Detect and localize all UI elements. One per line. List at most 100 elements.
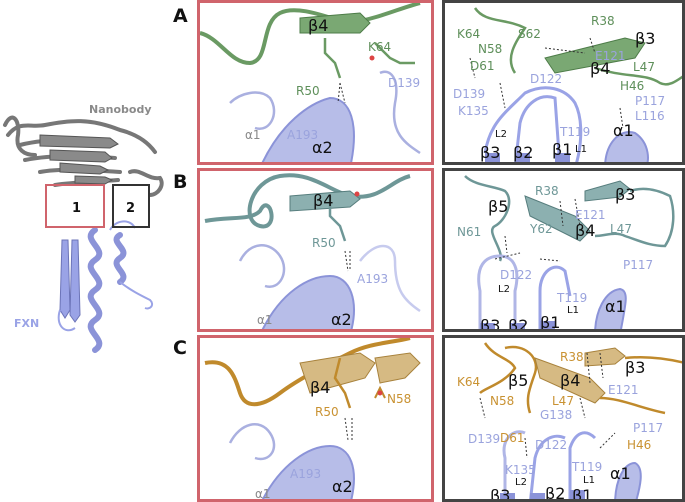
label-r38: R38 — [535, 184, 559, 198]
label-d61: D61 — [470, 59, 495, 73]
region-box-2-label: 2 — [126, 201, 136, 216]
panel-c-region1-art — [204, 338, 421, 499]
panel-a-region2-art — [469, 7, 682, 162]
label-d122: D122 — [535, 438, 568, 452]
label-e121: E121 — [575, 208, 606, 222]
panel-label-a: A — [173, 5, 188, 27]
label-l116: L116 — [635, 109, 665, 123]
label-beta4: β4 — [575, 221, 596, 240]
panel-b-region2-art — [464, 175, 675, 329]
label-a193: A193 — [290, 467, 322, 481]
label-s62: S62 — [518, 27, 541, 41]
label-beta3-fxn: β3 — [480, 143, 501, 162]
label-l1: L1 — [567, 305, 579, 316]
label-t119: T119 — [557, 291, 588, 305]
label-beta1: β1 — [540, 313, 561, 332]
label-beta2: β2 — [513, 143, 534, 162]
label-r50: R50 — [315, 405, 339, 419]
label-l2: L2 — [498, 284, 510, 295]
label-p117: P117 — [635, 94, 666, 108]
panel-label-b: B — [173, 171, 188, 193]
label-k64: K64 — [457, 375, 481, 389]
label-d122: D122 — [500, 268, 533, 282]
label-beta3: β3 — [615, 185, 636, 204]
label-alpha1: α1 — [245, 128, 261, 142]
panel-label-c: C — [173, 337, 187, 359]
label-k64: K64 — [457, 27, 481, 41]
label-t119: T119 — [572, 460, 603, 474]
label-beta4: β4 — [560, 371, 581, 390]
label-beta4: β4 — [308, 16, 329, 35]
label-alpha1: α1 — [605, 297, 626, 316]
region-box-2: 2 — [112, 184, 150, 228]
label-k64: K64 — [368, 40, 392, 54]
overview-structure: Nanobody FXN 1 2 — [0, 100, 170, 370]
label-alpha1: α1 — [257, 313, 273, 327]
label-beta5: β5 — [508, 371, 529, 390]
label-e121: E121 — [595, 49, 626, 63]
label-r50: R50 — [296, 84, 320, 98]
label-beta4: β4 — [310, 378, 331, 397]
label-l47: L47 — [633, 60, 655, 74]
fxn-label: FXN — [14, 317, 40, 330]
label-r38: R38 — [591, 14, 615, 28]
label-beta3-fxn: β3 — [480, 316, 501, 332]
label-e121: E121 — [608, 383, 639, 397]
label-beta3: β3 — [625, 358, 646, 377]
label-d61: D61 — [500, 431, 525, 445]
label-h46: H46 — [620, 79, 645, 93]
label-p117: P117 — [633, 421, 664, 435]
panel-b-region1: β4 R50 A193 α1 α2 — [197, 168, 434, 332]
label-alpha2: α2 — [332, 477, 353, 496]
label-n58: N58 — [478, 42, 503, 56]
label-g138: G138 — [540, 408, 573, 422]
label-l1: L1 — [575, 144, 587, 155]
label-k135: K135 — [505, 463, 536, 477]
label-alpha2: α2 — [312, 138, 333, 157]
label-y62: Y62 — [530, 222, 553, 236]
label-d139: D139 — [388, 76, 421, 90]
overview-ribbon-art — [3, 115, 164, 353]
label-r38: R38 — [560, 350, 584, 364]
label-d139: D139 — [453, 87, 486, 101]
label-k135: K135 — [458, 104, 489, 118]
panel-b-region1-art — [204, 173, 421, 329]
region-box-1-label: 1 — [72, 201, 82, 216]
nanobody-label: Nanobody — [89, 103, 152, 116]
label-alpha2: α2 — [331, 310, 352, 329]
label-beta3-fxn: β3 — [490, 486, 511, 502]
label-beta2: β2 — [545, 484, 566, 502]
label-p117: P117 — [623, 258, 654, 272]
label-a193: A193 — [287, 128, 319, 142]
label-t119: T119 — [560, 125, 591, 139]
panel-a-region1: β4 K64 D139 R50 α1 A193 α2 — [197, 0, 434, 165]
label-beta1: β1 — [552, 140, 573, 159]
panel-a-region1-art — [200, 3, 421, 162]
label-beta5: β5 — [488, 197, 509, 216]
panel-c-region2: R38 β3 K64 β5 β4 E121 N58 L47 G138 P117 … — [442, 335, 685, 502]
label-beta3: β3 — [635, 29, 656, 48]
panel-c-region2-art — [479, 342, 682, 499]
label-n58: N58 — [387, 392, 412, 406]
region-box-1: 1 — [45, 184, 105, 228]
label-l2: L2 — [495, 129, 507, 140]
label-alpha1: α1 — [610, 464, 631, 483]
label-beta2: β2 — [508, 316, 529, 332]
label-l47: L47 — [552, 394, 574, 408]
panel-a-region2: K64 S62 R38 β3 N58 E121 D61 β4 L47 D122 … — [442, 0, 685, 165]
label-alpha1: α1 — [613, 121, 634, 140]
label-d139: D139 — [468, 432, 501, 446]
panel-b-region2: R38 β3 β5 E121 N61 Y62 β4 L47 P117 D122 … — [442, 168, 685, 332]
label-beta1: β1 — [572, 486, 593, 502]
panel-c-region1: β4 N58 R50 A193 α1 α2 — [197, 335, 434, 502]
label-r50: R50 — [312, 236, 336, 250]
label-d122: D122 — [530, 72, 563, 86]
label-beta4: β4 — [313, 191, 334, 210]
label-h46: H46 — [627, 438, 652, 452]
label-l47: L47 — [610, 222, 632, 236]
label-l2: L2 — [515, 477, 527, 488]
label-a193: A193 — [357, 272, 389, 286]
label-n58: N58 — [490, 394, 515, 408]
label-l1: L1 — [583, 475, 595, 486]
label-beta4: β4 — [590, 59, 611, 78]
